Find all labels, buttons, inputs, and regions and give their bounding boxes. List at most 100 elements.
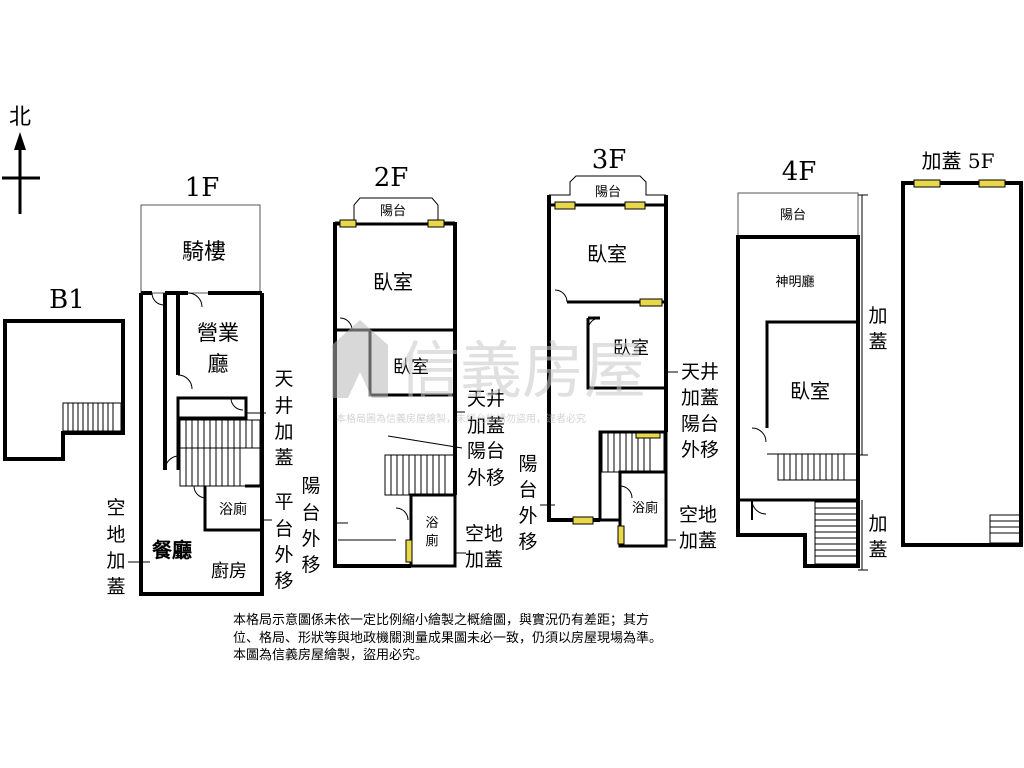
disclaimer: 本格局示意圖係未依一定比例縮小繪製之概繪圖，與實況仍有差距；其方 位、格局、形狀… — [233, 612, 813, 665]
svg-text:加蓋: 加蓋 — [679, 530, 717, 552]
annotation-4f-top: 加 蓋 — [868, 305, 887, 353]
b1-outline — [3, 319, 125, 461]
floor-2f: 2F 陽台 臥室 臥室 浴 廁 天井 加蓋 — [301, 163, 505, 576]
b1-stairs — [62, 402, 122, 432]
room-label-kitchen: 廚房 — [211, 560, 247, 582]
svg-text:台: 台 — [274, 518, 293, 540]
annotation-2f-balcony: 陽台 外移 — [467, 440, 505, 489]
watermark-notice: 本格局圖為信義房屋繪製，未經允許請勿盜用，違者必究 — [336, 412, 586, 425]
watermark-brand: 信義房屋 — [398, 334, 646, 407]
floor-title-2f: 2F — [374, 163, 409, 193]
annotation-1f-platform: 平 台 外 移 — [274, 491, 293, 592]
5f-outline — [901, 181, 1023, 547]
svg-text:平: 平 — [274, 491, 293, 513]
floor-title-b1: B1 — [49, 285, 85, 315]
house-logo-icon — [332, 320, 388, 398]
svg-text:加蓋: 加蓋 — [467, 415, 505, 437]
svg-text:移: 移 — [518, 531, 537, 553]
svg-text:蓋: 蓋 — [106, 576, 125, 598]
svg-text:外移: 外移 — [681, 439, 719, 461]
disclaimer-line-3: 本圖為信義房屋繪製，盜用必究。 — [233, 648, 429, 663]
room-label-balcony-4f: 陽台 — [780, 208, 806, 223]
compass: 北 — [2, 105, 40, 214]
svg-text:加蓋: 加蓋 — [465, 549, 503, 571]
annotation-3f-balcony: 陽 台 外 移 — [518, 453, 537, 553]
svg-text:地: 地 — [106, 524, 125, 546]
annotation-4f-bottom: 加 蓋 — [868, 513, 887, 561]
svg-text:蓋: 蓋 — [274, 447, 293, 469]
1f-outline — [139, 293, 264, 596]
svg-text:外: 外 — [301, 528, 320, 550]
4f-stairs — [777, 453, 859, 565]
room-label-balcony-3f: 陽台 — [595, 185, 621, 200]
room-label-bath-1f: 浴廁 — [219, 501, 247, 518]
room-label-bath-3f: 浴廁 — [632, 500, 658, 516]
annotation-3f-shaft: 天井 加蓋 陽台 外移 — [681, 361, 719, 461]
floor-4f: 4F 陽台 神明廳 臥室 — [736, 157, 888, 571]
room-label-sales-1: 營業 — [197, 321, 239, 345]
room-label-bedroom-3f-a: 臥室 — [587, 242, 627, 266]
svg-text:加蓋: 加蓋 — [681, 387, 719, 409]
annotation-1f-yard: 空 地 加 蓋 — [106, 497, 125, 598]
floor-title-3f: 3F — [592, 145, 627, 175]
watermark: 信義房屋 本格局圖為信義房屋繪製，未經允許請勿盜用，違者必究 — [332, 320, 646, 425]
svg-text:陽: 陽 — [518, 453, 537, 475]
svg-text:井: 井 — [274, 395, 293, 417]
svg-text:陽: 陽 — [301, 475, 320, 497]
svg-text:加: 加 — [106, 550, 125, 572]
room-label-balcony-2f: 陽台 — [380, 204, 406, 219]
annotation-1f-shaft: 天 井 加 蓋 — [274, 368, 293, 469]
1f-stairs — [179, 419, 261, 487]
room-label-bath-2f-2: 廁 — [425, 533, 438, 549]
svg-text:空: 空 — [106, 497, 125, 519]
1f-shaft — [176, 396, 248, 420]
svg-text:天: 天 — [274, 368, 293, 390]
disclaimer-line-2: 位、格局、形狀等與地政機關測量成果圖未必一致，仍須以房屋現場為準。 — [233, 630, 663, 646]
room-label-shrine-4f: 神明廳 — [775, 274, 814, 290]
arcade-area — [140, 204, 261, 294]
floor-b1: B1 — [3, 285, 125, 461]
north-label: 北 — [9, 105, 31, 130]
floor-title-4f: 4F — [782, 157, 817, 187]
floor-title-5f: 加蓋 5F — [922, 149, 995, 173]
room-label-bedroom-3f-b: 臥室 — [613, 338, 649, 359]
svg-text:台: 台 — [518, 479, 537, 501]
svg-text:加: 加 — [274, 421, 293, 443]
floor-3f: 3F 陽台 臥室 臥室 浴廁 陽 — [518, 145, 719, 553]
annotation-3f-yard: 空地 加蓋 — [679, 504, 717, 552]
svg-text:空地: 空地 — [679, 504, 717, 526]
room-label-bedroom-2f-a: 臥室 — [373, 270, 413, 294]
annotation-2f-shaft: 天井 加蓋 — [467, 388, 505, 437]
svg-text:移: 移 — [301, 554, 320, 576]
svg-text:加: 加 — [868, 513, 887, 535]
svg-text:加: 加 — [868, 305, 887, 327]
room-label-sales-2: 廳 — [208, 352, 229, 376]
annotation-2f-side: 陽 台 外 移 — [301, 475, 320, 576]
svg-text:移: 移 — [274, 570, 293, 592]
svg-text:天井: 天井 — [681, 361, 719, 383]
svg-text:空地: 空地 — [465, 523, 503, 545]
svg-text:台: 台 — [301, 502, 320, 524]
svg-text:外: 外 — [274, 544, 293, 566]
room-label-bath-2f-1: 浴 — [425, 516, 438, 531]
room-label-dining: 餐廳 — [152, 538, 192, 562]
svg-text:天井: 天井 — [467, 388, 505, 410]
5f-stairs — [989, 514, 1021, 544]
svg-text:蓋: 蓋 — [868, 331, 887, 353]
room-label-arcade: 騎樓 — [182, 240, 226, 265]
room-label-bedroom-4f: 臥室 — [790, 379, 830, 403]
disclaimer-line-1: 本格局示意圖係未依一定比例縮小繪製之概繪圖，與實況仍有差距；其方 — [233, 613, 650, 628]
floor-5f: 加蓋 5F — [901, 149, 1023, 547]
annotation-2f-yard: 空地 加蓋 — [465, 523, 503, 571]
2f-stairs — [384, 454, 456, 496]
floor-title-1f: 1F — [185, 173, 220, 203]
svg-text:外移: 外移 — [467, 467, 505, 489]
svg-text:蓋: 蓋 — [868, 539, 887, 561]
svg-text:陽台: 陽台 — [681, 413, 719, 435]
floor-1f: 1F 騎樓 營業 廳 — [106, 173, 293, 598]
room-label-bedroom-2f-b: 臥室 — [393, 357, 429, 378]
svg-text:外: 外 — [518, 505, 537, 527]
svg-text:陽台: 陽台 — [467, 440, 505, 462]
north-arrow-icon — [2, 132, 40, 214]
